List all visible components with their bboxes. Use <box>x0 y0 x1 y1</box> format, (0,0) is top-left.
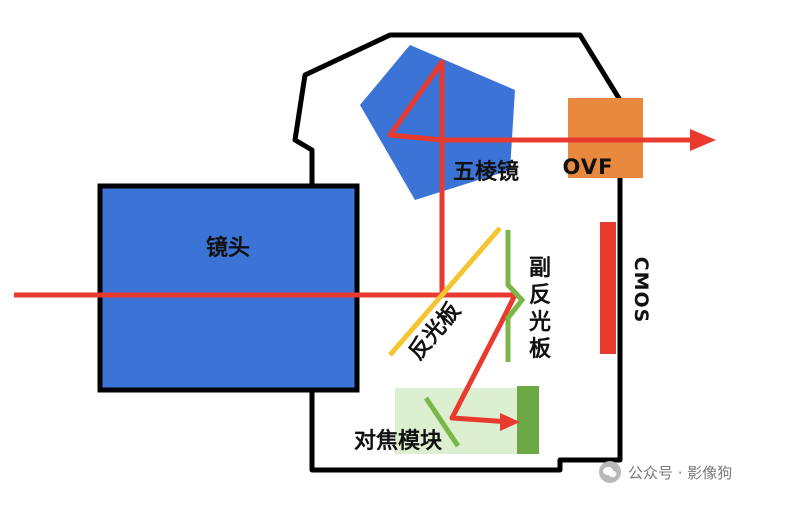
light-ray-to-prism <box>387 59 701 295</box>
ovf-arrowhead <box>690 129 716 151</box>
main-mirror <box>388 226 502 357</box>
af-sensor <box>517 386 539 454</box>
camera-body-outline <box>292 32 623 473</box>
pentaprism-label: 五棱镜 <box>453 159 519 185</box>
af-mirror <box>423 396 461 448</box>
light-ray-main <box>14 292 518 425</box>
af-ray-arrowhead <box>500 413 520 431</box>
watermark-text: 公众号 · 影像狗 <box>628 463 733 482</box>
af-module-label: 对焦模块 <box>354 428 443 454</box>
sub-mirror-label-3: 光 <box>528 310 551 335</box>
cmos-sensor <box>600 222 616 354</box>
watermark: 公众号 · 影像狗 <box>598 460 732 484</box>
sub-mirror-label-4: 板 <box>529 337 552 362</box>
lens-block <box>97 183 360 393</box>
wechat-icon <box>599 461 621 483</box>
sub-mirror <box>505 230 526 362</box>
lens-label: 镜头 <box>206 235 250 261</box>
pentaprism <box>360 45 515 200</box>
sub-mirror-label-2: 反 <box>529 283 551 308</box>
cmos-label: CMOS <box>630 257 652 324</box>
ovf-label: OVF <box>563 155 614 179</box>
sub-mirror-label-1: 副 <box>529 256 551 281</box>
